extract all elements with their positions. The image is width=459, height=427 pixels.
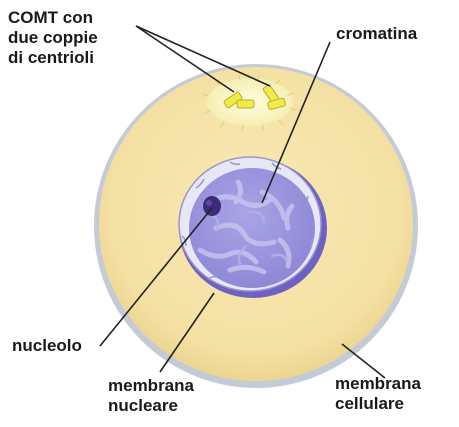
label-cell-membrane-line-1: membrana	[335, 374, 421, 394]
label-centrioles-line-3: di centrioli	[8, 48, 98, 68]
label-cell-membrane: membrana cellulare	[335, 374, 421, 414]
label-centrioles: COMT con due coppie di centrioli	[8, 8, 98, 68]
label-cell-membrane-line-2: cellulare	[335, 394, 421, 414]
label-chromatin: cromatina	[336, 24, 417, 44]
nucleolus	[203, 196, 221, 216]
label-nuclear-membrane: membrana nucleare	[108, 376, 194, 416]
label-nuclear-membrane-line-1: membrana	[108, 376, 194, 396]
label-nucleolus: nucleolo	[12, 336, 82, 356]
label-centrioles-line-1: COMT con	[8, 8, 98, 28]
nucleus	[179, 157, 327, 298]
leader-cell-membrane	[342, 344, 385, 378]
label-centrioles-line-2: due coppie	[8, 28, 98, 48]
label-nuclear-membrane-line-2: nucleare	[108, 396, 194, 416]
